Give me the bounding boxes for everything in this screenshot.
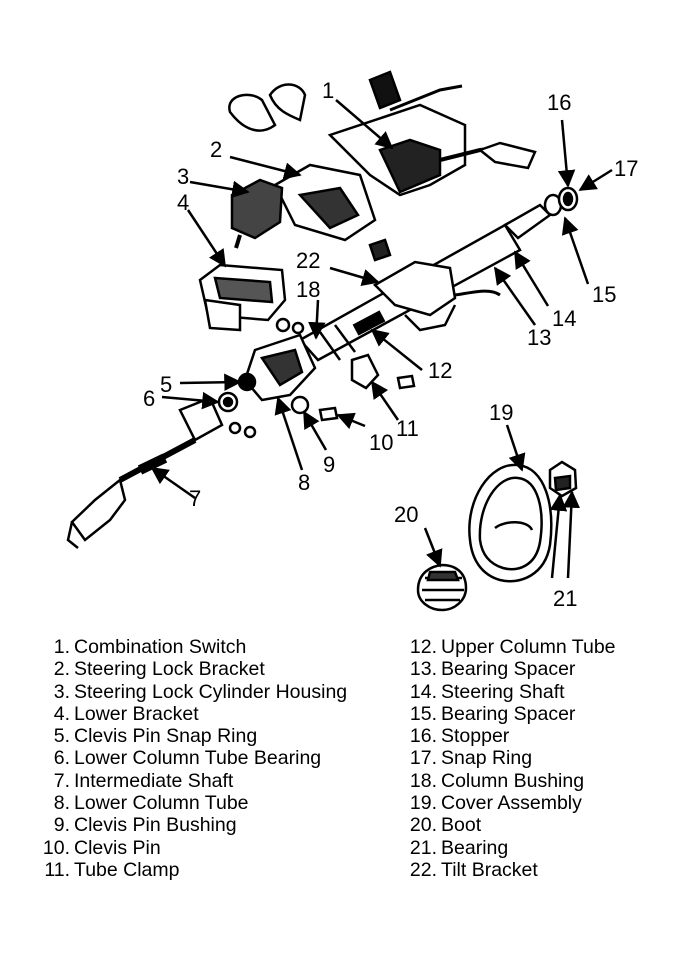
legend-item: 12.Upper Column Tube: [409, 636, 616, 658]
legend-label: Steering Lock Cylinder Housing: [74, 680, 348, 703]
steering-column-drawing: [217, 186, 579, 422]
legend-item: 13.Bearing Spacer: [409, 658, 576, 681]
callout-6: 6: [143, 386, 155, 411]
legend-label: Clevis Pin Bushing: [74, 814, 237, 837]
callout-15: 15: [592, 282, 616, 307]
callout-9: 9: [323, 452, 335, 477]
callout-4: 4: [177, 190, 189, 215]
bearing-drawing: [548, 460, 578, 498]
legend-item: 2.Steering Lock Bracket: [53, 658, 265, 681]
legend-item: 15.Bearing Spacer: [409, 702, 576, 725]
legend-item: 14.Steering Shaft: [409, 680, 565, 703]
legend-label: Bearing Spacer: [441, 658, 576, 681]
legend-label: Snap Ring: [441, 747, 533, 770]
callout-18: 18: [296, 277, 320, 302]
legend-item: 4.Lower Bracket: [53, 702, 199, 725]
legend-label: Combination Switch: [74, 636, 247, 658]
legend-label: Column Bushing: [441, 769, 585, 792]
callout-2: 2: [210, 137, 222, 162]
legend-label: Lower Column Tube: [74, 792, 249, 815]
legend-label: Bearing: [441, 836, 509, 859]
lower-bracket-drawing: [198, 263, 305, 335]
callout-5: 5: [160, 372, 172, 397]
callout-21: 21: [553, 586, 577, 611]
callout-12: 12: [428, 358, 452, 383]
combination-switch-drawing: [228, 70, 537, 197]
legend-item: 5.Clevis Pin Snap Ring: [53, 725, 258, 748]
legend-label: Intermediate Shaft: [74, 769, 234, 792]
legend-label: Lower Bracket: [74, 702, 199, 725]
steering-lock-bracket-drawing: [273, 163, 392, 262]
cover-assembly-drawing: [468, 463, 553, 583]
legend-label: Steering Lock Bracket: [74, 658, 265, 681]
legend-item: 3.Steering Lock Cylinder Housing: [53, 680, 348, 703]
parts-legend-right: 12.Upper Column Tube 13.Bearing Spacer 1…: [393, 636, 616, 881]
legend-label: Steering Shaft: [441, 680, 565, 703]
legend-label: Upper Column Tube: [441, 636, 616, 658]
callout-7: 7: [189, 486, 201, 511]
legend-label: Clevis Pin: [74, 836, 161, 859]
legend-item: 17.Snap Ring: [409, 747, 533, 770]
callout-17: 17: [614, 156, 638, 181]
callout-20: 20: [394, 502, 418, 527]
legend-item: 11.Tube Clamp: [44, 858, 180, 881]
legend-label: Clevis Pin Snap Ring: [74, 725, 258, 748]
legend-label: Stopper: [441, 725, 510, 748]
callout-16: 16: [547, 90, 571, 115]
legend-item: 20.Boot: [409, 814, 482, 837]
legend-label: Tube Clamp: [74, 858, 180, 881]
callout-13: 13: [527, 325, 551, 350]
callout-22: 22: [296, 248, 320, 273]
legend-label: Bearing Spacer: [441, 702, 576, 725]
callout-14: 14: [552, 306, 576, 331]
legend-item: 6.Lower Column Tube Bearing: [53, 747, 322, 770]
legend-item: 9.Clevis Pin Bushing: [53, 814, 237, 837]
legend-item: 8.Lower Column Tube: [53, 792, 249, 815]
legend-label: Tilt Bracket: [441, 858, 538, 881]
legend-label: Lower Column Tube Bearing: [74, 747, 322, 770]
callout-1: 1: [322, 78, 334, 103]
callout-19: 19: [489, 400, 513, 425]
callout-3: 3: [177, 164, 189, 189]
legend-item: 16.Stopper: [409, 725, 510, 748]
parts-legend-left: 1.Combination Switch 2.Steering Lock Bra…: [22, 636, 347, 881]
legend-label: Boot: [441, 814, 482, 837]
callout-8: 8: [298, 470, 310, 495]
legend-item: 7.Intermediate Shaft: [53, 769, 234, 792]
legend-item: 10.Clevis Pin: [42, 836, 161, 859]
legend-item: 1.Combination Switch: [53, 636, 247, 658]
intermediate-shaft-drawing: [66, 396, 257, 549]
callout-10: 10: [369, 430, 393, 455]
legend-item: 22.Tilt Bracket: [409, 858, 538, 881]
legend-item: 19.Cover Assembly: [409, 792, 582, 815]
leader-lines: [150, 99, 613, 579]
exploded-parts-diagram: 1 2 3 4 5 6 7 8 9 10 11 12 13 14 15 16 1…: [66, 70, 638, 612]
callout-11: 11: [396, 416, 419, 441]
legend-item: 18.Column Bushing: [409, 769, 585, 792]
callout-numbers: 1 2 3 4 5 6 7 8 9 10 11 12 13 14 15 16 1…: [143, 78, 638, 611]
boot-drawing: [416, 563, 468, 612]
legend-label: Cover Assembly: [441, 792, 582, 815]
legend-item: 21.Bearing: [409, 836, 509, 859]
